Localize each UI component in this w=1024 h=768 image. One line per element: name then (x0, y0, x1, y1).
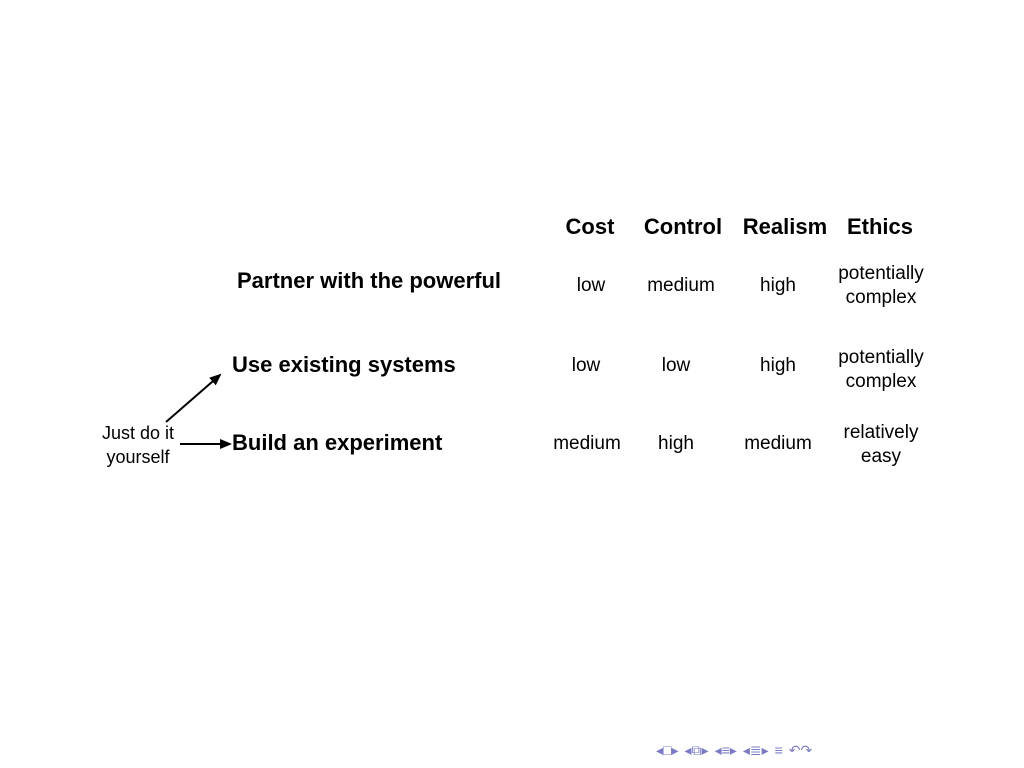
annotation-line: Just do it (101, 423, 175, 443)
cell-ethics-line: relatively (843, 422, 919, 443)
annotation-just-do-it: Just do it yourself (88, 421, 188, 469)
header-realism: Realism (742, 214, 828, 239)
nav-first-icon[interactable]: ◂□▸ (656, 741, 679, 758)
nav-frame-icon[interactable]: ◂⧉▸ (684, 741, 709, 758)
header-cost: Cost (565, 214, 615, 239)
cell-ethics: potentially complex (826, 262, 936, 310)
annotation-line: yourself (106, 447, 170, 467)
cell-cost: low (576, 275, 606, 296)
cell-realism: high (760, 355, 796, 376)
row-label-existing: Use existing systems (232, 352, 456, 377)
cell-realism: high (760, 275, 796, 296)
slide-navigation: ◂□▸ ◂⧉▸ ◂≡▸ ◂≣▸ ≡ ↶↷ (656, 740, 812, 760)
cell-control: low (661, 355, 691, 376)
arrow-to-existing-systems (165, 373, 222, 423)
cell-ethics: potentially complex (826, 346, 936, 394)
cell-ethics-line: easy (860, 446, 902, 467)
cell-cost: medium (553, 433, 621, 454)
cell-ethics-line: potentially (838, 347, 924, 368)
cell-realism: medium (744, 433, 812, 454)
row-label-partner: Partner with the powerful (237, 268, 502, 293)
nav-search-icon[interactable]: ↶↷ (788, 741, 813, 758)
cell-control: high (658, 433, 694, 454)
nav-section-icon[interactable]: ◂≡▸ (714, 741, 737, 758)
nav-align-icon[interactable]: ≡ (774, 742, 783, 758)
cell-cost: low (571, 355, 601, 376)
header-ethics: Ethics (846, 214, 914, 239)
row-label-experiment: Build an experiment (232, 430, 443, 455)
cell-ethics-line: complex (845, 371, 917, 392)
cell-ethics-line: complex (845, 287, 917, 308)
header-control: Control (643, 214, 723, 239)
cell-control: medium (647, 275, 715, 296)
cell-ethics: relatively easy (826, 421, 936, 469)
cell-ethics-line: potentially (838, 263, 924, 284)
nav-subsection-icon[interactable]: ◂≣▸ (742, 741, 769, 758)
